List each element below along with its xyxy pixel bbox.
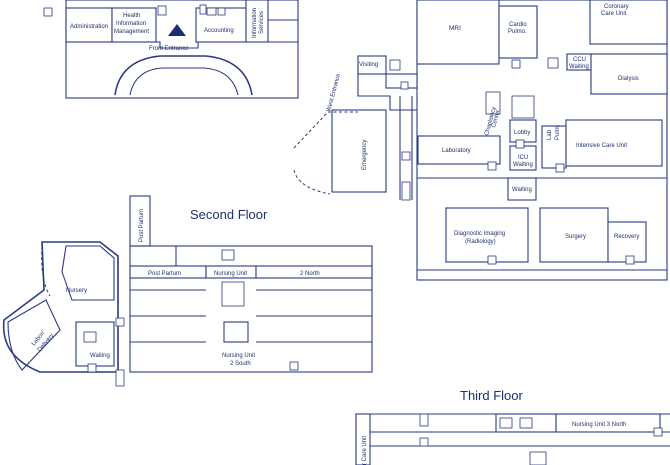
restroom-icon — [83, 331, 97, 343]
corridor-dash — [41, 245, 51, 297]
coronary-label-2: Care Unit — [601, 11, 627, 17]
nursing-3-north-label: Nursing Unit 3 North — [572, 422, 626, 428]
visiting-label: Visiting — [359, 62, 378, 68]
first-floor-front-wing: Administration Health Information Manage… — [43, 0, 299, 99]
info-icon — [401, 151, 411, 161]
post-partum-vertical-label: Post Partum — [139, 209, 145, 242]
telephone-icon — [87, 363, 97, 373]
intensive-care-label: Intensive Care Unit — [576, 143, 627, 149]
post-partum-label: Post Partum — [148, 271, 181, 277]
front-entrance-marker — [168, 24, 186, 36]
third-floor-plan: Nursing Unit 3 North r Care Unit — [355, 413, 670, 465]
front-entrance-label: Front Entrance — [149, 46, 189, 52]
health-info-label-2: Information — [116, 21, 146, 27]
telephone-icon — [115, 369, 125, 387]
walkway-path — [293, 169, 331, 195]
cardio-label-1: Cardio — [509, 22, 527, 28]
west-entrance-label: West Entrance — [326, 72, 342, 112]
info-icon — [419, 437, 429, 447]
ccu-label-1: CCU — [573, 57, 586, 63]
nursing-south-label-1: Nursing Unit — [222, 353, 255, 359]
walkway-path — [293, 111, 358, 149]
laboratory-label: Laboratory — [442, 148, 471, 154]
nursing-unit-label: Nursing Unit — [214, 271, 247, 277]
icu-label-1: ICU — [518, 155, 528, 161]
mri-label: MRI — [449, 25, 461, 32]
info-icon — [115, 317, 125, 327]
cardio-label-2: Pulmo. — [508, 29, 527, 35]
nursery-label: Nursery — [66, 288, 87, 294]
emergency-label: Emergency — [362, 140, 368, 170]
telephone-icon — [419, 413, 429, 427]
lobby-label: Lobby — [514, 130, 530, 136]
coronary-label-1: Coronary — [604, 4, 629, 10]
administration-label: Administration — [70, 24, 108, 30]
surgery-label: Surgery — [565, 234, 586, 240]
stairs-icon — [485, 91, 501, 115]
health-info-label-1: Health — [123, 13, 140, 19]
health-info-label-3: Management — [114, 29, 149, 35]
ccu-label-2: Waiting — [569, 64, 589, 70]
restroom-icon — [221, 249, 235, 261]
elevator-icon — [511, 95, 535, 119]
restroom-icon — [157, 5, 167, 16]
two-north-label: 2 North — [300, 271, 320, 277]
info-icon — [217, 7, 226, 16]
icu-label-2: Waiting — [513, 162, 533, 168]
info-icon — [400, 81, 409, 90]
telephone-icon — [289, 361, 299, 371]
pulm-vertical-label: Pulm. — [555, 124, 561, 140]
restroom-icon — [519, 417, 533, 429]
diagnostic-label-2: (Radiology) — [465, 239, 496, 245]
telephone-icon — [555, 163, 565, 173]
info-services-label-1: Information — [252, 8, 258, 38]
restroom-icon — [547, 57, 559, 69]
telephone-icon — [206, 7, 217, 16]
restroom-icon — [43, 7, 53, 17]
lab-vertical-label: Lab — [547, 129, 553, 140]
restroom-icon — [389, 59, 401, 71]
second-floor-plan: Post Partum Post Partum Nursing Unit 2 N… — [2, 195, 373, 387]
second-floor-title: Second Floor — [190, 207, 268, 222]
info-icon — [653, 427, 663, 437]
telephone-icon — [625, 255, 635, 265]
telephone-icon — [487, 161, 497, 171]
recovery-label: Recovery — [614, 234, 639, 240]
diagnostic-label-1: Diagnostic Imaging — [454, 231, 505, 237]
restroom-icon — [515, 139, 525, 149]
elevator-icon — [221, 281, 245, 307]
telephone-icon — [401, 181, 411, 201]
telephone-icon — [487, 255, 497, 265]
waiting-2-label: Waiting — [90, 353, 110, 359]
waiting-label: Waiting — [512, 187, 532, 193]
care-unit-vertical-label: r Care Unit — [362, 436, 368, 465]
nursing-south-label-2: 2 South — [230, 361, 251, 367]
elevator-icon — [511, 59, 521, 69]
dialysis-label: Dialysis — [618, 76, 639, 82]
chaplaincy-label-2: Center — [491, 110, 501, 129]
accounting-label: Accounting — [204, 28, 234, 34]
restroom-icon — [499, 417, 513, 429]
first-floor-main-wing: MRI Cardio Pulmo. Coronary Care Unit CCU… — [293, 0, 668, 281]
info-services-label-2: Services — [259, 11, 265, 34]
restroom-icon — [199, 4, 207, 15]
third-floor-title: Third Floor — [460, 388, 524, 403]
elevator-icon — [529, 451, 547, 465]
